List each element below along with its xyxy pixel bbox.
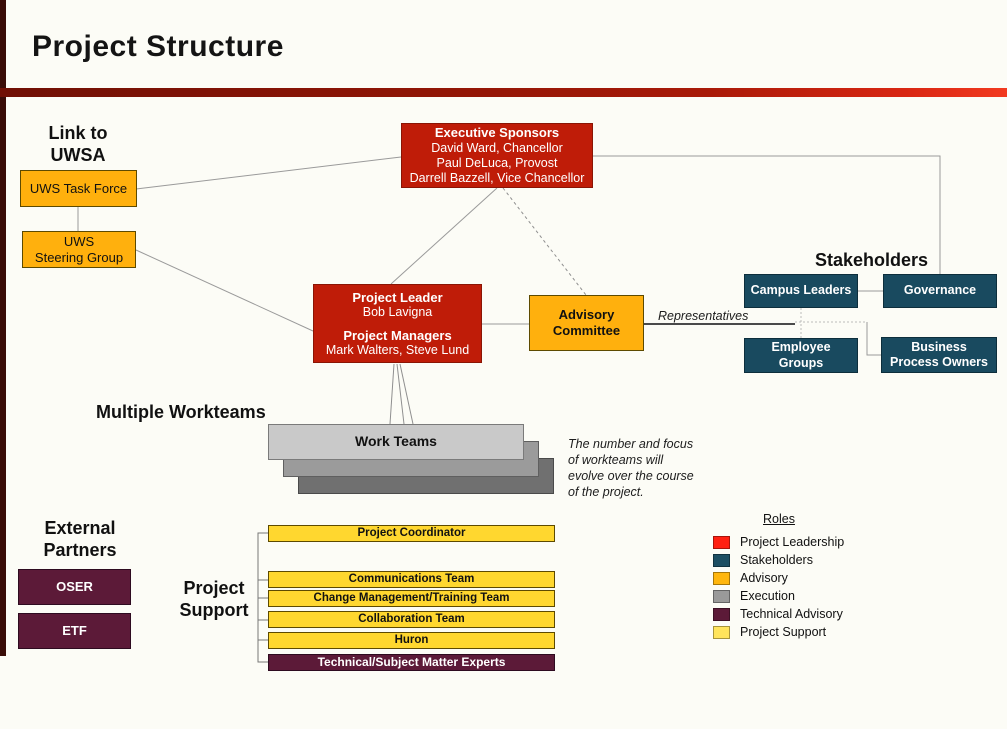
work-teams-box: Work Teams xyxy=(268,424,524,460)
project-leader-name: Bob Lavigna xyxy=(362,304,433,319)
legend-label: Project Support xyxy=(740,625,827,639)
legend-heading: Roles xyxy=(763,512,795,526)
legend-label: Stakeholders xyxy=(740,553,813,567)
huron-box: Huron xyxy=(268,632,555,649)
campus-leaders-box: Campus Leaders xyxy=(744,274,858,308)
executive-sponsor-member: David Ward, Chancellor xyxy=(431,141,563,156)
executive-sponsors-title: Executive Sponsors xyxy=(434,124,560,140)
change-management-training-team-box: Change Management/Training Team xyxy=(268,590,555,607)
legend-item: Project Leadership xyxy=(705,535,895,549)
legend-item: Technical Advisory xyxy=(705,607,895,621)
project-support-swatch xyxy=(713,625,730,639)
uws-steering-group-box: UWS Steering Group xyxy=(22,231,136,268)
representatives-label: Representatives xyxy=(658,309,749,323)
employee-groups-box: Employee Groups xyxy=(744,338,858,373)
etf-box: ETF xyxy=(18,613,131,649)
legend-label: Advisory xyxy=(740,571,788,585)
title-divider-rule xyxy=(0,88,1007,97)
left-accent-bar xyxy=(0,0,6,656)
collaboration-team-box: Collaboration Team xyxy=(268,611,555,628)
advisory-committee-box: Advisory Committee xyxy=(529,295,644,351)
project-leadership-swatch xyxy=(713,535,730,549)
uwsa-heading: Link to UWSA xyxy=(48,123,108,165)
technical-subject-matter-experts-box: Technical/Subject Matter Experts xyxy=(268,654,555,671)
stakeholders-heading: Stakeholders xyxy=(815,250,929,270)
legend-label: Execution xyxy=(740,589,795,603)
executive-sponsor-member: Paul DeLuca, Provost xyxy=(436,156,558,171)
project-leader-box: Project Leader Bob Lavigna Project Manag… xyxy=(313,284,482,363)
legend-label: Project Leadership xyxy=(740,535,845,549)
legend-label: Technical Advisory xyxy=(740,607,843,621)
execution-swatch xyxy=(713,589,730,603)
project-managers-role: Project Managers xyxy=(343,327,452,343)
page-title: Project Structure xyxy=(32,30,284,63)
project-managers-names: Mark Walters, Steve Lund xyxy=(325,342,470,357)
legend-item: Stakeholders xyxy=(705,553,895,567)
communications-team-box: Communications Team xyxy=(268,571,555,588)
stakeholders-swatch xyxy=(713,553,730,567)
workteams-note: The number and focus of workteams will e… xyxy=(568,437,694,499)
legend-item: Execution xyxy=(705,589,895,603)
legend-item: Project Support xyxy=(705,625,895,639)
business-process-owners-box: Business Process Owners xyxy=(881,337,997,373)
uws-task-force-box: UWS Task Force xyxy=(20,170,137,207)
advisory-swatch xyxy=(713,571,730,585)
legend-item: Advisory xyxy=(705,571,895,585)
governance-box: Governance xyxy=(883,274,997,308)
technical-advisory-swatch xyxy=(713,607,730,621)
external-partners-heading: External Partners xyxy=(43,518,117,560)
roles-legend: Roles Project Leadership Stakeholders Ad… xyxy=(705,512,895,643)
oser-box: OSER xyxy=(18,569,131,605)
workteams-heading: Multiple Workteams xyxy=(96,402,266,422)
project-coordinator-box: Project Coordinator xyxy=(268,525,555,542)
project-leader-role: Project Leader xyxy=(352,289,443,305)
executive-sponsors-box: Executive Sponsors David Ward, Chancello… xyxy=(401,123,593,188)
executive-sponsor-member: Darrell Bazzell, Vice Chancellor xyxy=(409,171,585,186)
project-support-heading: Project Support xyxy=(179,578,249,620)
